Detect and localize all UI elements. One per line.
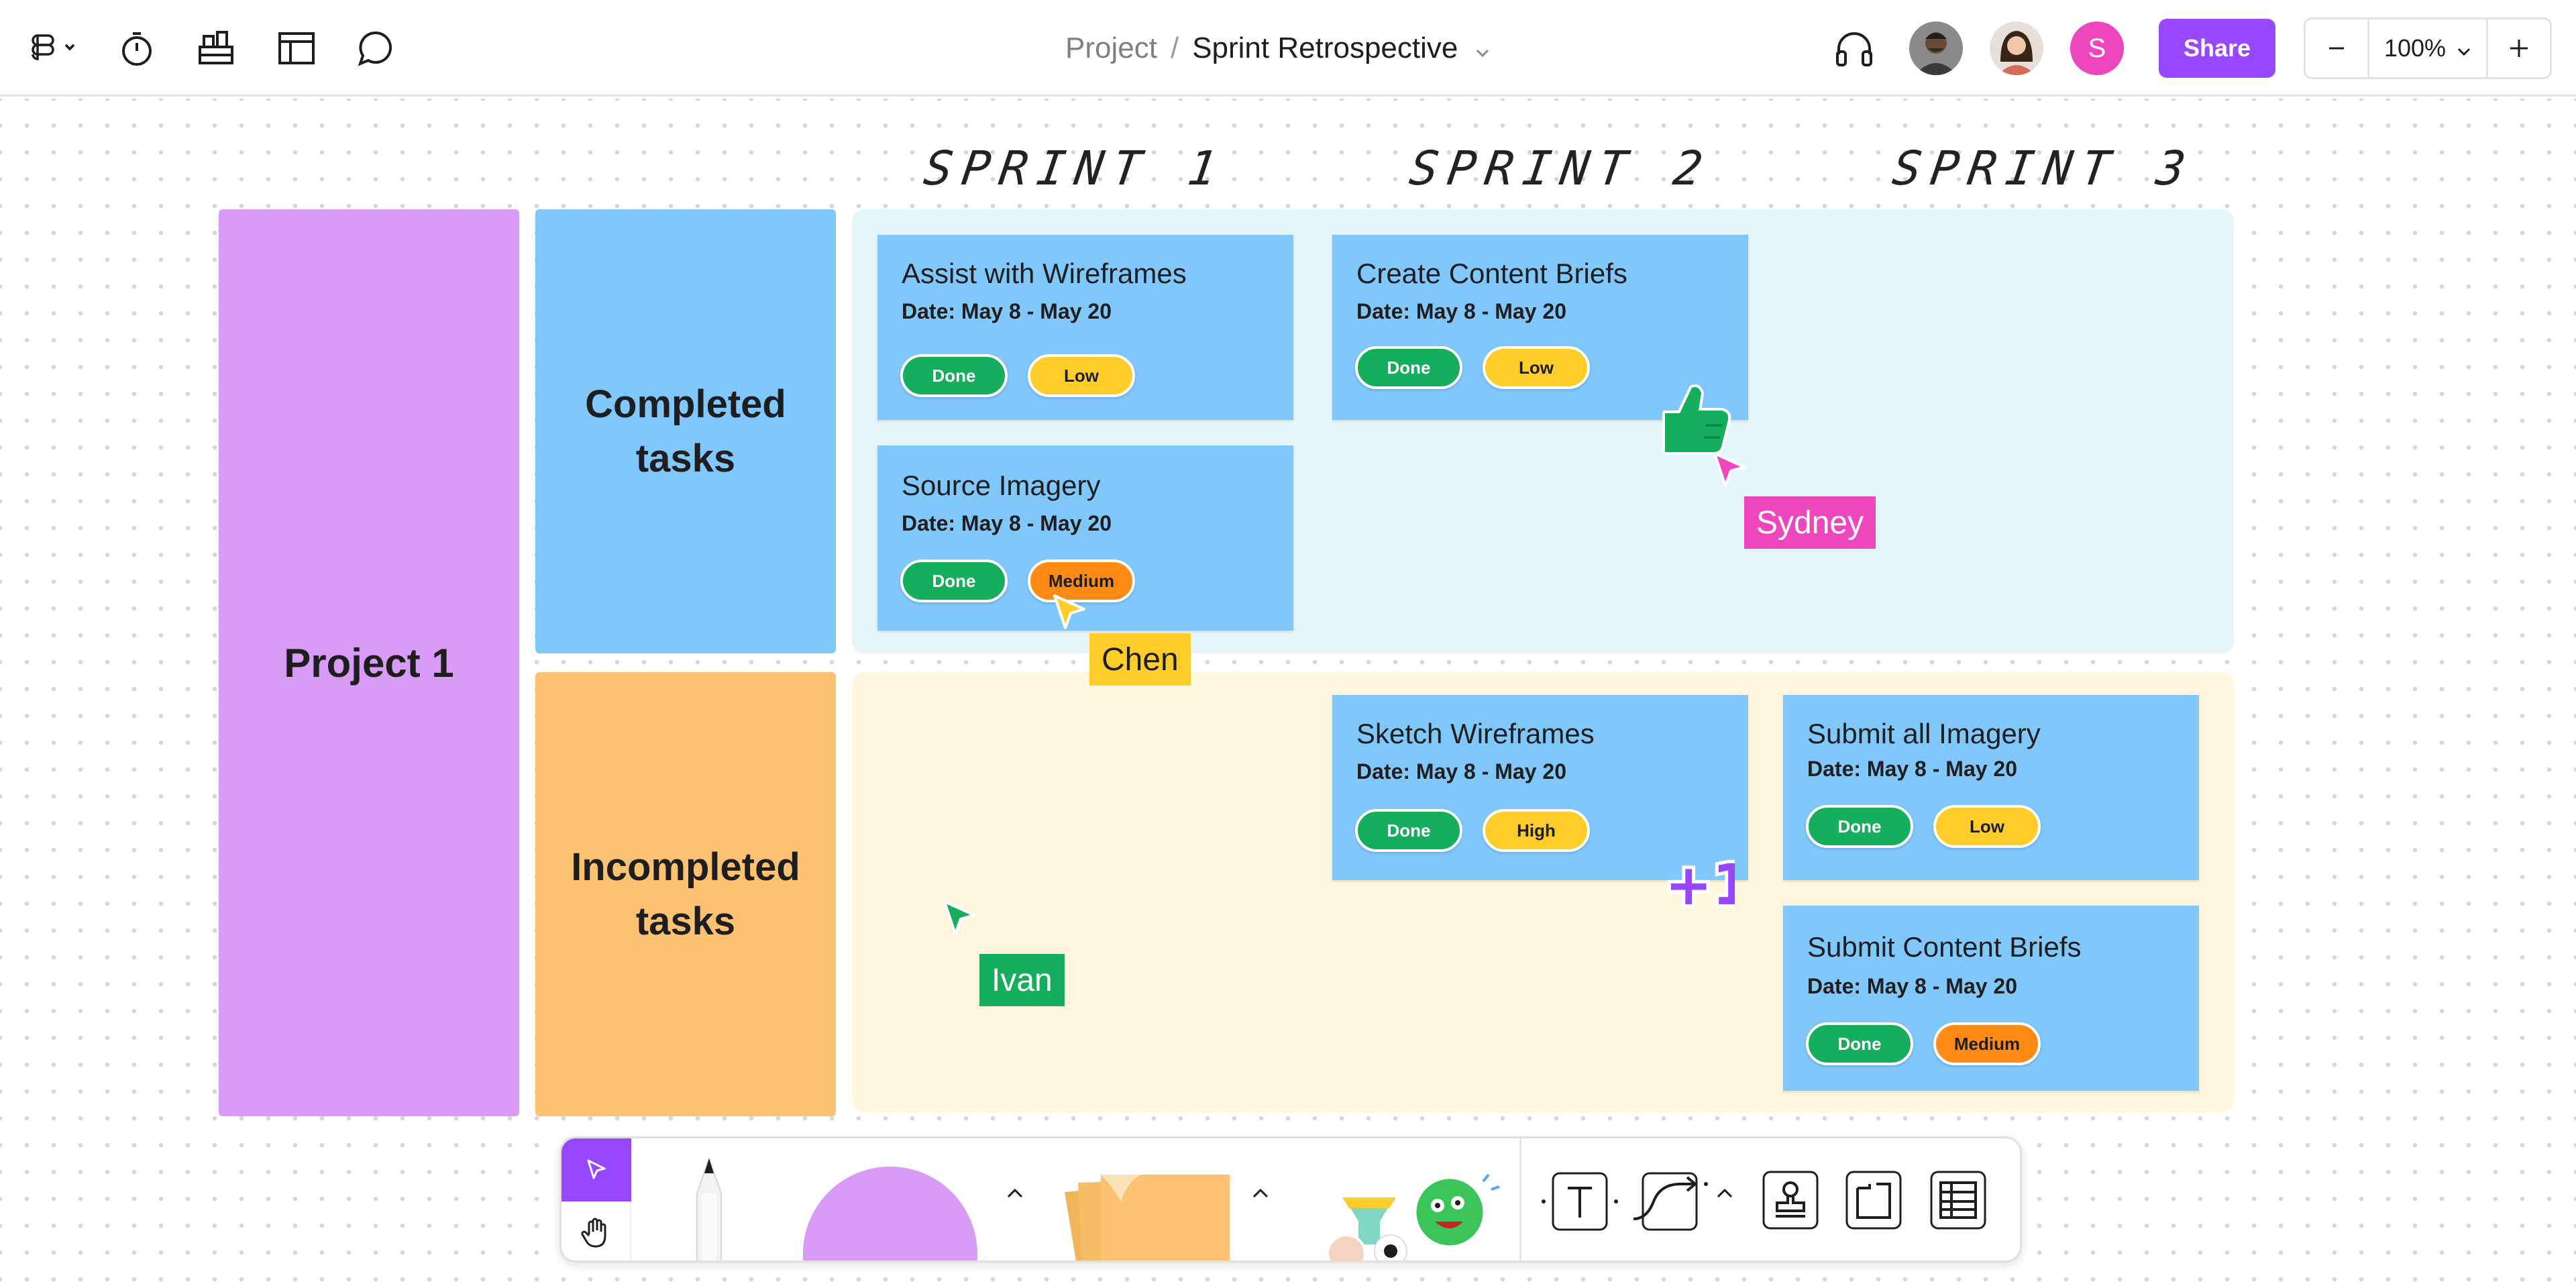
cursor-label-ivan: Ivan [979,954,1065,1006]
task-card[interactable]: Submit Content Briefs Date: May 8 - May … [1783,906,2199,1091]
sticky-note-icon[interactable] [1044,1159,1236,1260]
share-button[interactable]: Share [2159,19,2275,78]
task-card[interactable]: Source Imagery Date: May 8 - May 20 Done… [877,445,1293,631]
card-title: Submit Content Briefs [1807,931,2082,963]
incompleted-tasks-sticky[interactable]: Incompleted tasks [535,672,836,1116]
status-badge[interactable]: Done [1355,346,1462,389]
card-date: Date: May 8 - May 20 [902,511,1112,535]
status-badge[interactable]: Done [1806,1022,1913,1065]
move-cursor-icon[interactable] [561,1138,631,1201]
chevron-up-icon[interactable] [1000,1179,1030,1208]
card-title: Sketch Wireframes [1356,718,1595,749]
zoom-level: 100% [2383,34,2447,62]
priority-badge[interactable]: Low [1483,346,1590,389]
card-title: Create Content Briefs [1356,258,1627,289]
marker-icon[interactable] [674,1156,744,1260]
status-badge[interactable]: Done [900,559,1008,602]
thumbs-up-sticker-icon[interactable] [1652,376,1737,465]
chevron-up-icon[interactable] [1710,1179,1739,1208]
cursor-label-sydney: Sydney [1744,496,1876,549]
sprint-heading: SPRINT 3 [1889,141,2198,196]
headphones-icon[interactable] [1830,24,1878,72]
project-sticky[interactable]: Project 1 [219,209,519,1116]
completed-tasks-sticky[interactable]: Completed tasks [535,209,836,653]
section-icon[interactable] [1841,1169,1906,1234]
priority-badge[interactable]: Medium [1028,559,1135,602]
priority-badge[interactable]: Low [1028,354,1135,397]
plus-one-sticker-icon[interactable]: +1 [1661,843,1755,921]
layout-icon[interactable] [272,24,321,72]
avatar[interactable] [1990,21,2043,75]
cursor-arrow-icon [942,899,979,943]
document-title-area[interactable]: Project / Sprint Retrospective [1065,27,1490,70]
plus-one-text: +1 [1665,852,1735,916]
hand-icon[interactable] [561,1201,631,1260]
bottom-toolbar [559,1136,2022,1263]
text-icon[interactable] [1540,1168,1620,1235]
chevron-down-icon [2457,34,2471,62]
task-card[interactable]: Assist with Wireframes Date: May 8 - May… [877,235,1293,420]
task-card[interactable]: Create Content Briefs Date: May 8 - May … [1332,235,1748,420]
card-title: Submit all Imagery [1807,718,2041,749]
card-date: Date: May 8 - May 20 [1356,299,1567,323]
task-card[interactable]: Submit all Imagery Date: May 8 - May 20 … [1783,695,2199,880]
status-badge[interactable]: Done [1806,805,1913,848]
zoom-out-button[interactable] [2306,19,2367,77]
library-icon[interactable] [192,24,240,72]
card-date: Date: May 8 - May 20 [902,299,1112,323]
stamp-icon[interactable] [1758,1169,1823,1234]
priority-badge[interactable]: High [1483,809,1590,852]
chevron-down-icon[interactable] [1475,32,1490,65]
connector-icon[interactable] [1629,1168,1710,1235]
priority-badge[interactable]: Low [1933,805,2041,848]
cursor-arrow-icon [1712,451,1750,494]
timer-icon[interactable] [113,24,161,72]
card-title: Assist with Wireframes [902,258,1187,289]
table-icon[interactable] [1926,1169,1990,1234]
avatar[interactable]: S [2070,21,2124,75]
status-badge[interactable]: Done [1355,809,1462,852]
card-date: Date: May 8 - May 20 [1356,759,1567,784]
sticker-icon[interactable] [1316,1165,1503,1260]
page-title[interactable]: Sprint Retrospective [1192,32,1458,64]
sprint-heading: SPRINT 1 [920,141,1230,196]
zoom-level-dropdown[interactable]: 100% [2367,19,2488,77]
toolbar-divider [1519,1138,1521,1260]
card-title: Source Imagery [902,470,1101,501]
status-badge[interactable]: Done [900,354,1008,397]
cursor-label-chen: Chen [1089,633,1191,686]
figma-menu-icon[interactable] [23,24,87,72]
sprint-heading: SPRINT 2 [1406,141,1715,196]
chevron-up-icon[interactable] [1246,1179,1275,1208]
cursor-arrow-icon [1052,593,1089,637]
comment-icon[interactable] [352,24,400,72]
task-card[interactable]: Sketch Wireframes Date: May 8 - May 20 D… [1332,695,1748,880]
card-date: Date: May 8 - May 20 [1807,974,2018,998]
breadcrumb-project[interactable]: Project [1065,32,1157,64]
shape-icon[interactable] [795,1159,985,1260]
priority-badge[interactable]: Medium [1933,1022,2041,1065]
avatar[interactable] [1909,21,1963,75]
zoom-in-button[interactable] [2488,19,2550,77]
zoom-control: 100% [2304,17,2552,79]
breadcrumb-separator: / [1170,32,1179,64]
card-date: Date: May 8 - May 20 [1807,757,2018,781]
top-bar: Project / Sprint Retrospective S Share [0,0,2576,97]
